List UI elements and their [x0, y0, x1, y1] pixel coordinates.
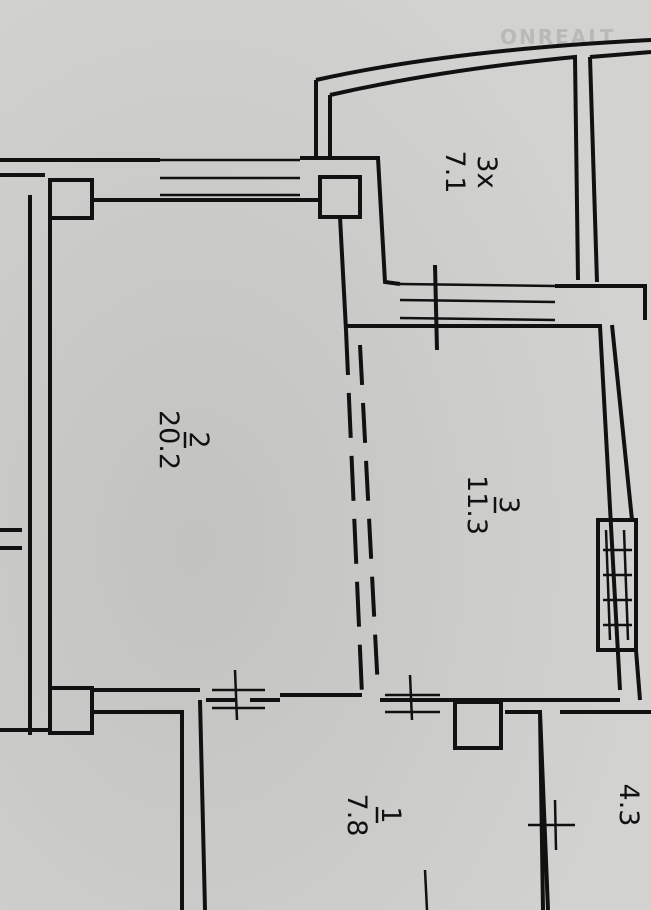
- room-2-label: 2 20.2: [153, 410, 214, 470]
- room-area: 4.3: [613, 784, 644, 827]
- room-number: 2: [183, 431, 214, 448]
- column: [453, 700, 503, 750]
- room-4-label: 4.3: [613, 784, 644, 827]
- room-area: 20.2: [153, 410, 184, 470]
- radiator: [596, 518, 638, 652]
- room-area: 11.3: [461, 475, 492, 535]
- room-labels: 3x 7.1 2 20.2 3 11.3 1 7.8 4.3: [153, 151, 644, 837]
- walls: [0, 38, 651, 910]
- room-area: 7.1: [439, 151, 470, 194]
- room-1-label: 1 7.8: [341, 794, 406, 837]
- room-area: 7.8: [341, 794, 372, 837]
- room-number: 1: [375, 806, 406, 823]
- room-3-label: 3 11.3: [461, 475, 524, 535]
- room-number: 3x: [471, 155, 502, 188]
- room-3x-label: 3x 7.1: [439, 151, 502, 194]
- room-number: 3: [493, 496, 524, 513]
